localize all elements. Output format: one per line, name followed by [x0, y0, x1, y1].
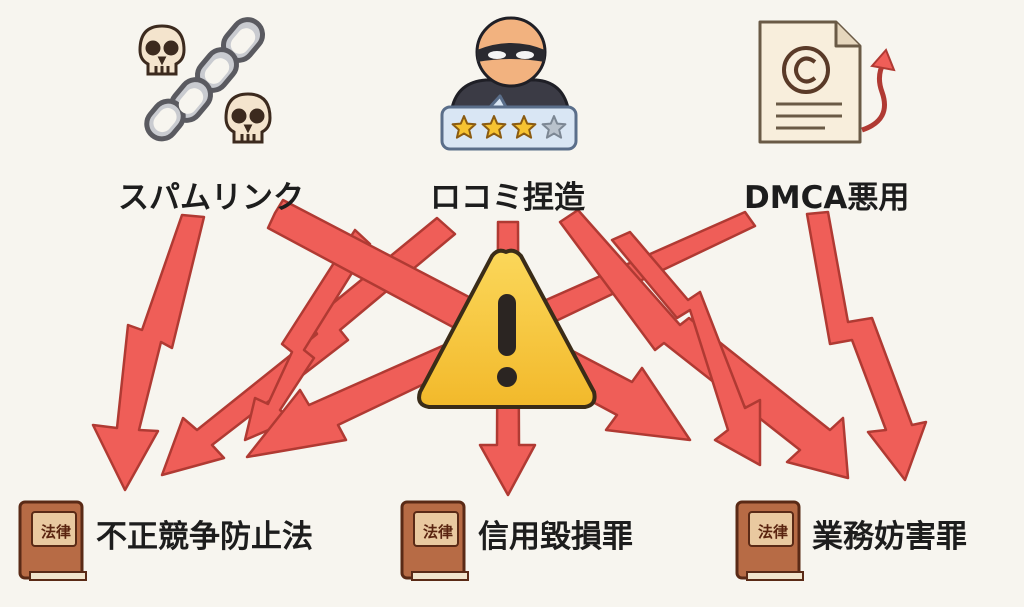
- source-label-spam: スパムリンク: [118, 180, 304, 216]
- book-title: 法律: [757, 523, 788, 541]
- source-label-dmca: DMCA悪用: [744, 180, 910, 216]
- masked-reviewer-icon: [440, 16, 578, 151]
- star-empty-icon: [541, 115, 567, 139]
- arrow-review-to-business-2: [610, 230, 762, 467]
- law-book-unfair: 法律: [20, 502, 82, 582]
- star-filled-icon: [511, 115, 537, 139]
- copyright-document-icon: [758, 20, 896, 144]
- star-filled-icon: [481, 115, 507, 139]
- book-title: 法律: [422, 523, 453, 541]
- law-label-credit: 信用毀損罪: [478, 519, 633, 555]
- law-book-business: 法律: [737, 502, 799, 582]
- law-book-icon: [400, 500, 469, 581]
- arrow-dmca-to-business: [805, 210, 928, 482]
- warning-triangle-icon: [417, 248, 597, 409]
- law-label-unfair: 不正競争防止法: [96, 519, 313, 555]
- law-book-credit: 法律: [402, 502, 464, 582]
- rating-stars: [451, 115, 567, 139]
- law-book-icon: [735, 500, 804, 581]
- book-title: 法律: [40, 523, 71, 541]
- skull-chain-icon: [138, 17, 272, 144]
- source-label-review: ロコミ捏造: [430, 180, 585, 216]
- law-book-icon: [18, 500, 87, 581]
- law-label-business: 業務妨害罪: [812, 519, 967, 555]
- arrow-spam-to-unfair: [91, 213, 206, 492]
- star-filled-icon: [451, 115, 477, 139]
